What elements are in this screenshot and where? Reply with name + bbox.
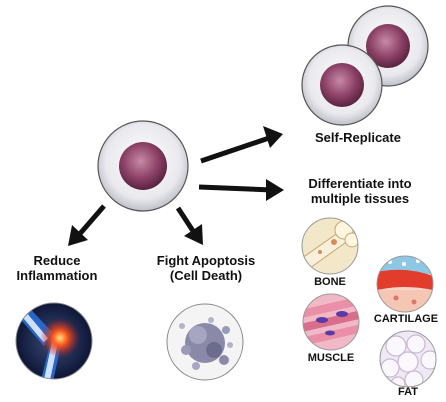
stem-cell: [97, 120, 189, 212]
muscle-tissue-image: [302, 293, 360, 351]
cartilage-tissue-image: [376, 255, 434, 313]
knee-inflammation-image: [15, 302, 93, 380]
label-muscle: MUSCLE: [307, 352, 355, 364]
arrow-differentiate: [198, 179, 284, 201]
arrow-reduce-inflammation: [68, 204, 106, 246]
label-fight-apoptosis: Fight Apoptosis (Cell Death): [156, 253, 256, 283]
label-self-replicate: Self-Replicate: [315, 130, 401, 145]
label-fat: FAT: [398, 386, 418, 398]
apoptosis-cell-image: [166, 303, 244, 381]
label-bone: BONE: [314, 276, 346, 288]
label-cartilage: CARTILAGE: [373, 313, 439, 325]
label-reduce-inflammation: Reduce Inflammation: [16, 253, 98, 283]
fat-tissue-image: [379, 330, 437, 388]
arrow-self-replicate: [200, 126, 283, 164]
bone-tissue-image: [301, 217, 359, 275]
label-differentiate: Differentiate into multiple tissues: [308, 176, 412, 206]
arrow-fight-apoptosis: [175, 206, 203, 245]
replicated-cell-front: [301, 44, 383, 126]
